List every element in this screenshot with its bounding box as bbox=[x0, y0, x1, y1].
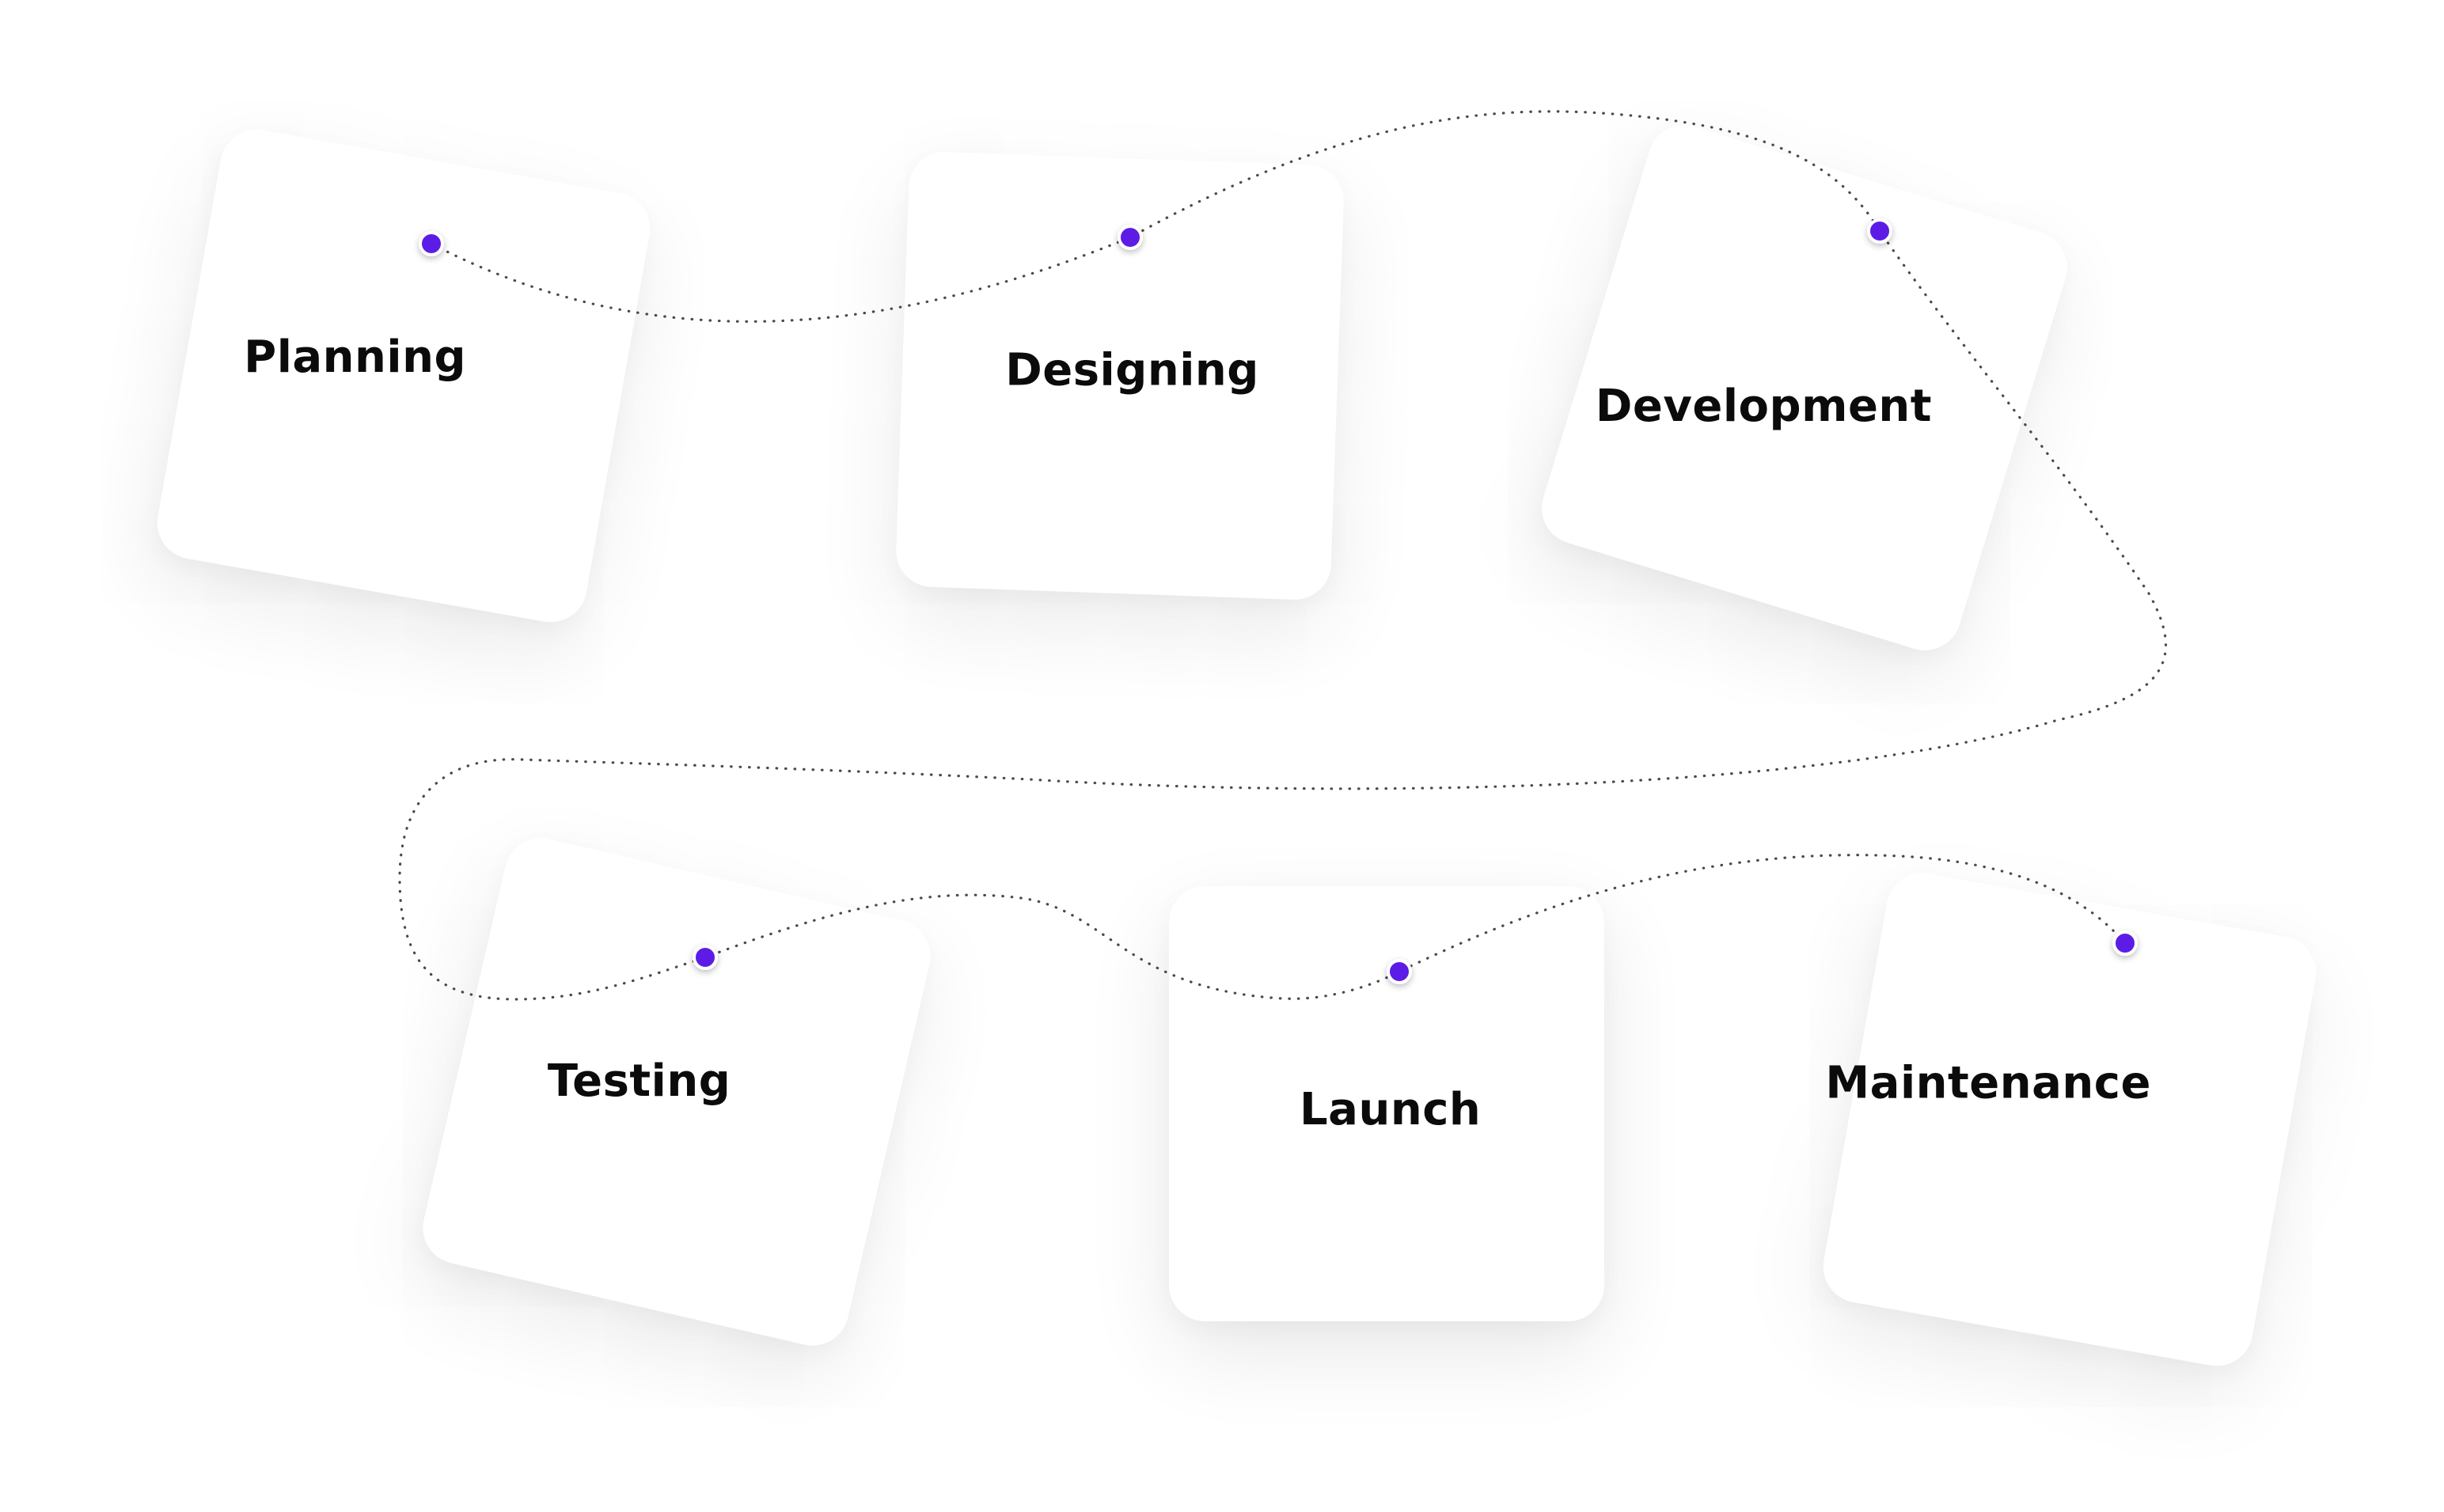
node-dot-development bbox=[1867, 218, 1892, 244]
dotted-flow-path bbox=[398, 110, 2168, 1001]
step-card-launch: Launch bbox=[1169, 886, 1604, 1321]
node-dot-maintenance bbox=[2112, 930, 2138, 956]
node-dot-launch bbox=[1387, 959, 1412, 984]
step-label-launch: Launch bbox=[1300, 1084, 1482, 1135]
node-dot-planning bbox=[419, 231, 444, 256]
node-dot-designing bbox=[1118, 225, 1143, 250]
node-dot-testing bbox=[693, 945, 718, 970]
